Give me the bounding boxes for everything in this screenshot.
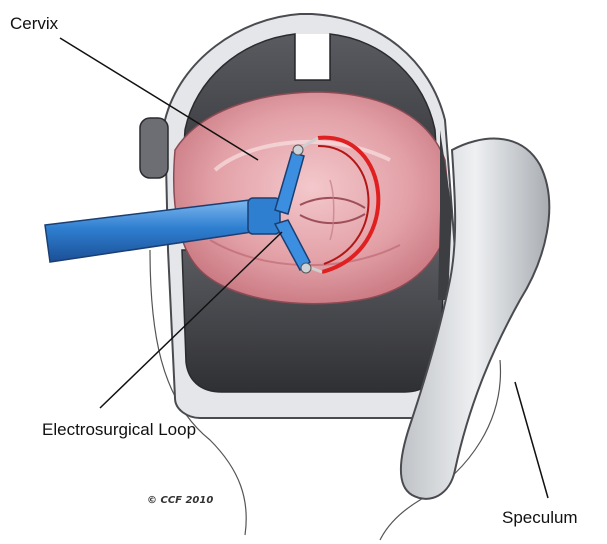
cervix-tissue <box>172 91 451 305</box>
speculum-leader-line <box>514 381 549 499</box>
loop-leader-line <box>99 231 283 409</box>
electrosurgical-loop-label: Electrosurgical Loop <box>42 420 197 439</box>
speculum-side-wall <box>438 130 452 300</box>
copyright-notice: © CCF 2010 <box>147 495 214 506</box>
speculum-notch <box>294 34 331 81</box>
speculum-handle <box>399 137 551 500</box>
speculum-hinge-left <box>139 117 169 179</box>
cervix-label: Cervix <box>10 14 59 33</box>
electrosurgical-instrument <box>44 144 312 274</box>
cervix-leader-line <box>59 37 259 161</box>
leader-lines <box>59 37 549 499</box>
speculum-label: Speculum <box>502 508 578 527</box>
